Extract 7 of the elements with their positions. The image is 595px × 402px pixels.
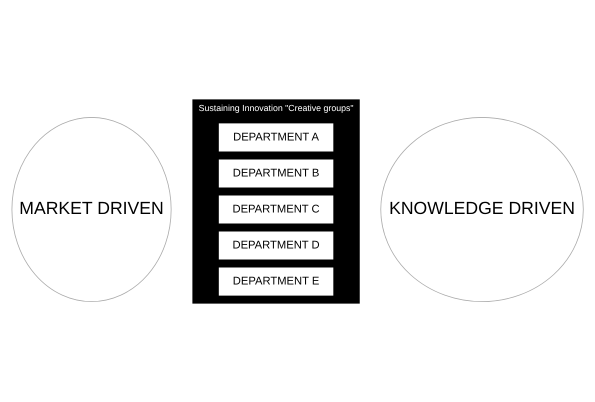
node-ellipse: MARKET DRIVEN <box>12 116 172 302</box>
node-box: DEPARTMENT E <box>218 266 334 296</box>
node-box: DEPARTMENT A <box>218 122 334 152</box>
node-circle: KNOWLEDGE DRIVEN <box>380 116 584 302</box>
node-box: DEPARTMENT B <box>218 158 334 188</box>
node-box: DEPARTMENT C <box>218 194 334 224</box>
node-box: DEPARTMENT D <box>218 230 334 260</box>
